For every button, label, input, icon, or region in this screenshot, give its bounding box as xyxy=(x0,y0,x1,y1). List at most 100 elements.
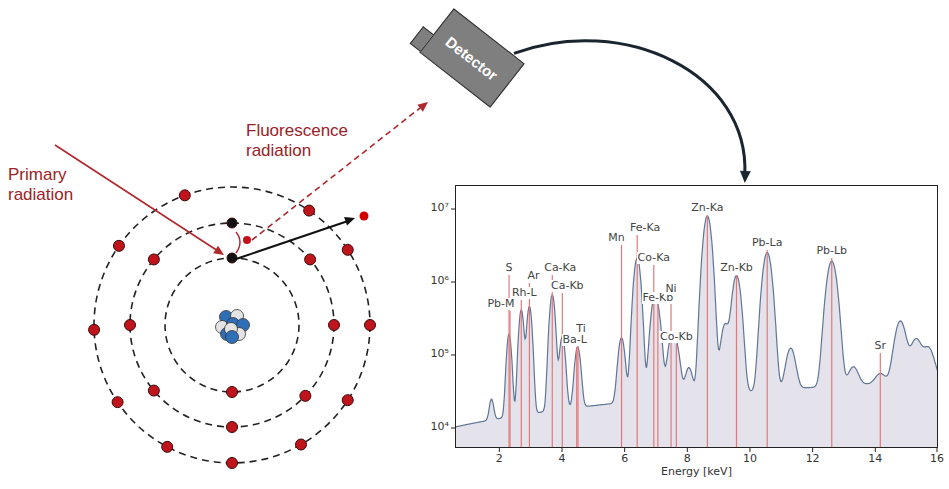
detector-box: Detector xyxy=(419,8,524,108)
peak-label: Ni xyxy=(664,283,677,295)
ejected-electron xyxy=(360,212,369,221)
ejected-path xyxy=(236,221,348,259)
electron xyxy=(296,439,307,450)
peak-label: Rh-L xyxy=(511,287,538,299)
peak-label: Ba-L xyxy=(562,334,588,346)
y-tick-label: 10⁵ xyxy=(431,348,449,360)
y-tick-label: 10⁷ xyxy=(431,202,449,214)
electron xyxy=(300,390,311,401)
peak-marker xyxy=(670,296,671,447)
y-tick-label: 10⁴ xyxy=(431,421,449,433)
transition-arrow xyxy=(236,232,240,253)
x-tick xyxy=(749,448,750,452)
x-tick xyxy=(687,448,688,452)
vacancy xyxy=(227,218,237,228)
electron xyxy=(162,441,173,452)
peak-label: Co-Ka xyxy=(637,252,671,264)
electron xyxy=(227,458,238,469)
nucleon xyxy=(226,331,239,344)
peak-marker xyxy=(880,353,881,447)
peak-label: Zn-Kb xyxy=(719,262,754,274)
x-tick xyxy=(562,448,563,452)
peak-marker xyxy=(767,250,768,447)
spectrum-line xyxy=(455,216,938,428)
peak-label: Fe-Ka xyxy=(629,222,661,234)
x-tick xyxy=(499,448,500,452)
curved-arrow xyxy=(514,41,751,183)
electron xyxy=(125,320,136,331)
peak-marker xyxy=(657,305,658,447)
x-tick xyxy=(812,448,813,452)
peak-label: Pb-M xyxy=(486,298,515,310)
electron-shell xyxy=(165,258,299,392)
arrow-head xyxy=(417,102,428,112)
electron xyxy=(342,244,353,255)
electron xyxy=(305,254,316,265)
peak-label: S xyxy=(505,262,514,274)
peak-marker xyxy=(576,347,577,447)
x-tick-label: 2 xyxy=(496,453,503,465)
electron xyxy=(329,320,340,331)
electron xyxy=(365,320,376,331)
x-tick-label: 12 xyxy=(806,453,820,465)
electron xyxy=(227,422,238,433)
x-tick-label: 16 xyxy=(930,453,944,465)
peak-label: Pb-Lb xyxy=(815,245,848,257)
detector-label: Detector xyxy=(443,33,501,84)
peak-label: Sr xyxy=(874,340,888,352)
peak-marker xyxy=(529,283,530,447)
electron-shell xyxy=(130,223,334,427)
electron-shell xyxy=(94,187,370,463)
peak-label: Co-Kb xyxy=(659,331,694,343)
spectrum xyxy=(455,216,938,448)
peak-marker xyxy=(521,300,522,447)
connector-line xyxy=(514,41,745,175)
axis-label: Energy [keV] xyxy=(456,465,937,478)
peak-marker xyxy=(831,258,832,447)
arrow-head xyxy=(344,217,355,226)
detector-window xyxy=(410,26,434,51)
y-tick-label: 10⁶ xyxy=(431,275,449,287)
ray-label: Primary radiation xyxy=(8,165,100,206)
peak-marker xyxy=(637,235,638,447)
electron xyxy=(112,397,123,408)
peak-label: Ar xyxy=(526,270,540,282)
x-tick-label: 14 xyxy=(868,453,882,465)
peak-marker xyxy=(562,293,563,447)
peak-label: Ca-Ka xyxy=(543,262,577,274)
primary-ray xyxy=(55,145,218,251)
x-tick-label: 8 xyxy=(684,453,691,465)
arrow-head xyxy=(213,246,224,255)
spectrum-plot: Energy [keV] xyxy=(455,185,938,448)
peak-label: Mn xyxy=(607,232,625,244)
x-tick xyxy=(875,448,876,452)
electron xyxy=(148,385,159,396)
x-tick-label: 6 xyxy=(621,453,628,465)
ray-label: Fluorescence radiation xyxy=(246,121,368,162)
electron xyxy=(179,190,190,201)
peak-marker xyxy=(707,215,708,447)
peak-marker xyxy=(621,245,622,447)
electron xyxy=(342,395,353,406)
peak-marker xyxy=(577,336,578,447)
electron xyxy=(304,205,315,216)
electron xyxy=(243,236,251,244)
peak-label: Pb-La xyxy=(751,237,783,249)
x-tick xyxy=(937,448,938,452)
spectrum-fill xyxy=(455,216,938,448)
x-tick-label: 4 xyxy=(559,453,566,465)
electron xyxy=(113,240,124,251)
peak-marker xyxy=(736,275,737,447)
peak-marker xyxy=(676,344,677,447)
arrow-head xyxy=(740,171,751,183)
peak-label: Ca-Kb xyxy=(550,280,585,292)
vacancy xyxy=(227,253,237,263)
x-tick-label: 10 xyxy=(743,453,757,465)
peak-label: Zn-Ka xyxy=(690,202,724,214)
electron xyxy=(148,254,159,265)
peak-marker xyxy=(509,311,510,447)
electron xyxy=(227,387,238,398)
peak-marker xyxy=(552,275,553,447)
